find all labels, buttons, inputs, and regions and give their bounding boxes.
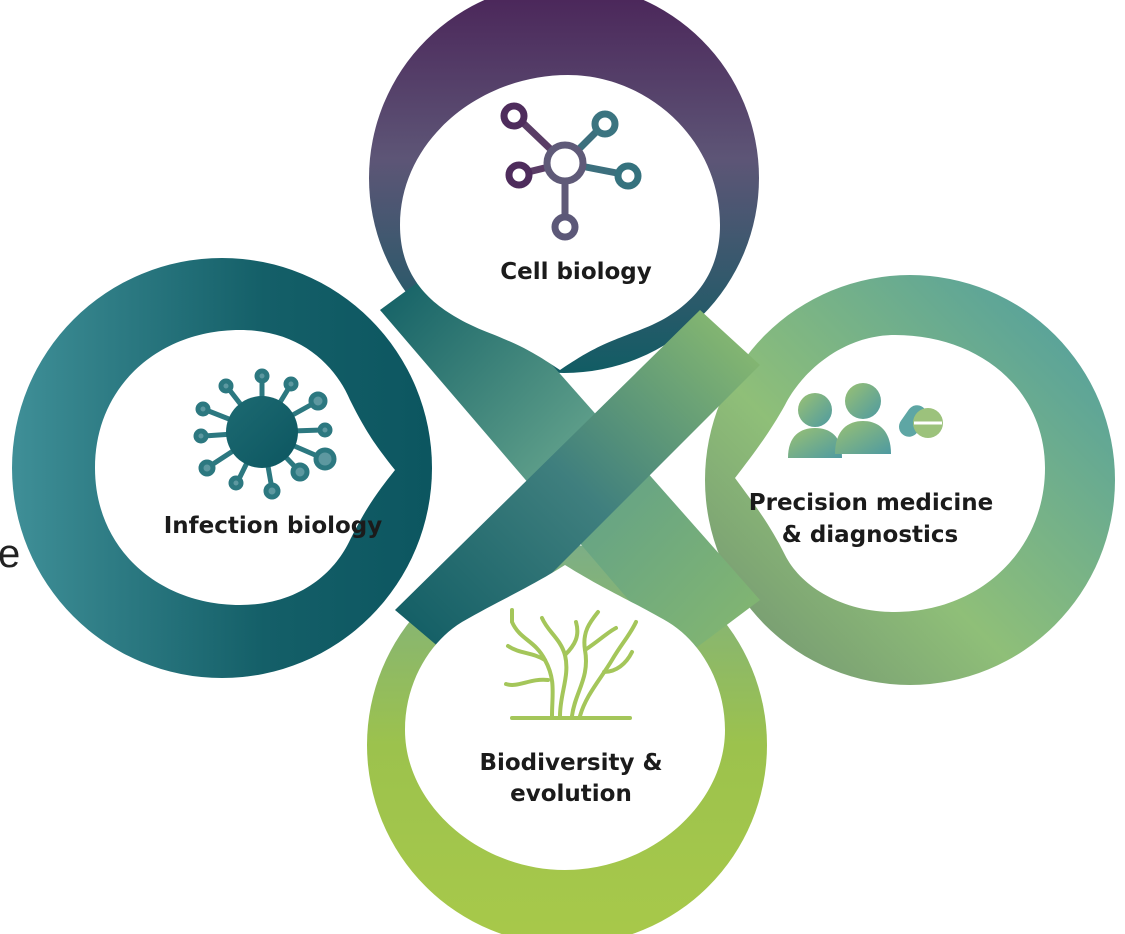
petal-label-precision-medicine-line1: Precision medicine <box>749 490 993 516</box>
ribbon-diagonal-up <box>395 310 760 665</box>
petal-label-biodiversity-line2: evolution <box>510 781 632 807</box>
molecule-network-icon <box>500 102 642 241</box>
petal-label-biodiversity-line1: Biodiversity & <box>479 750 662 776</box>
edge-text-fragment: e <box>0 532 20 576</box>
petal-label-cell-biology: Cell biology <box>500 259 652 285</box>
virus-icon <box>193 368 337 500</box>
petal-label-infection-biology: Infection biology <box>164 513 383 539</box>
petal-label-precision-medicine-line2: & diagnostics <box>782 522 958 548</box>
coral-icon <box>504 608 638 720</box>
patients-pills-icon <box>788 383 943 458</box>
